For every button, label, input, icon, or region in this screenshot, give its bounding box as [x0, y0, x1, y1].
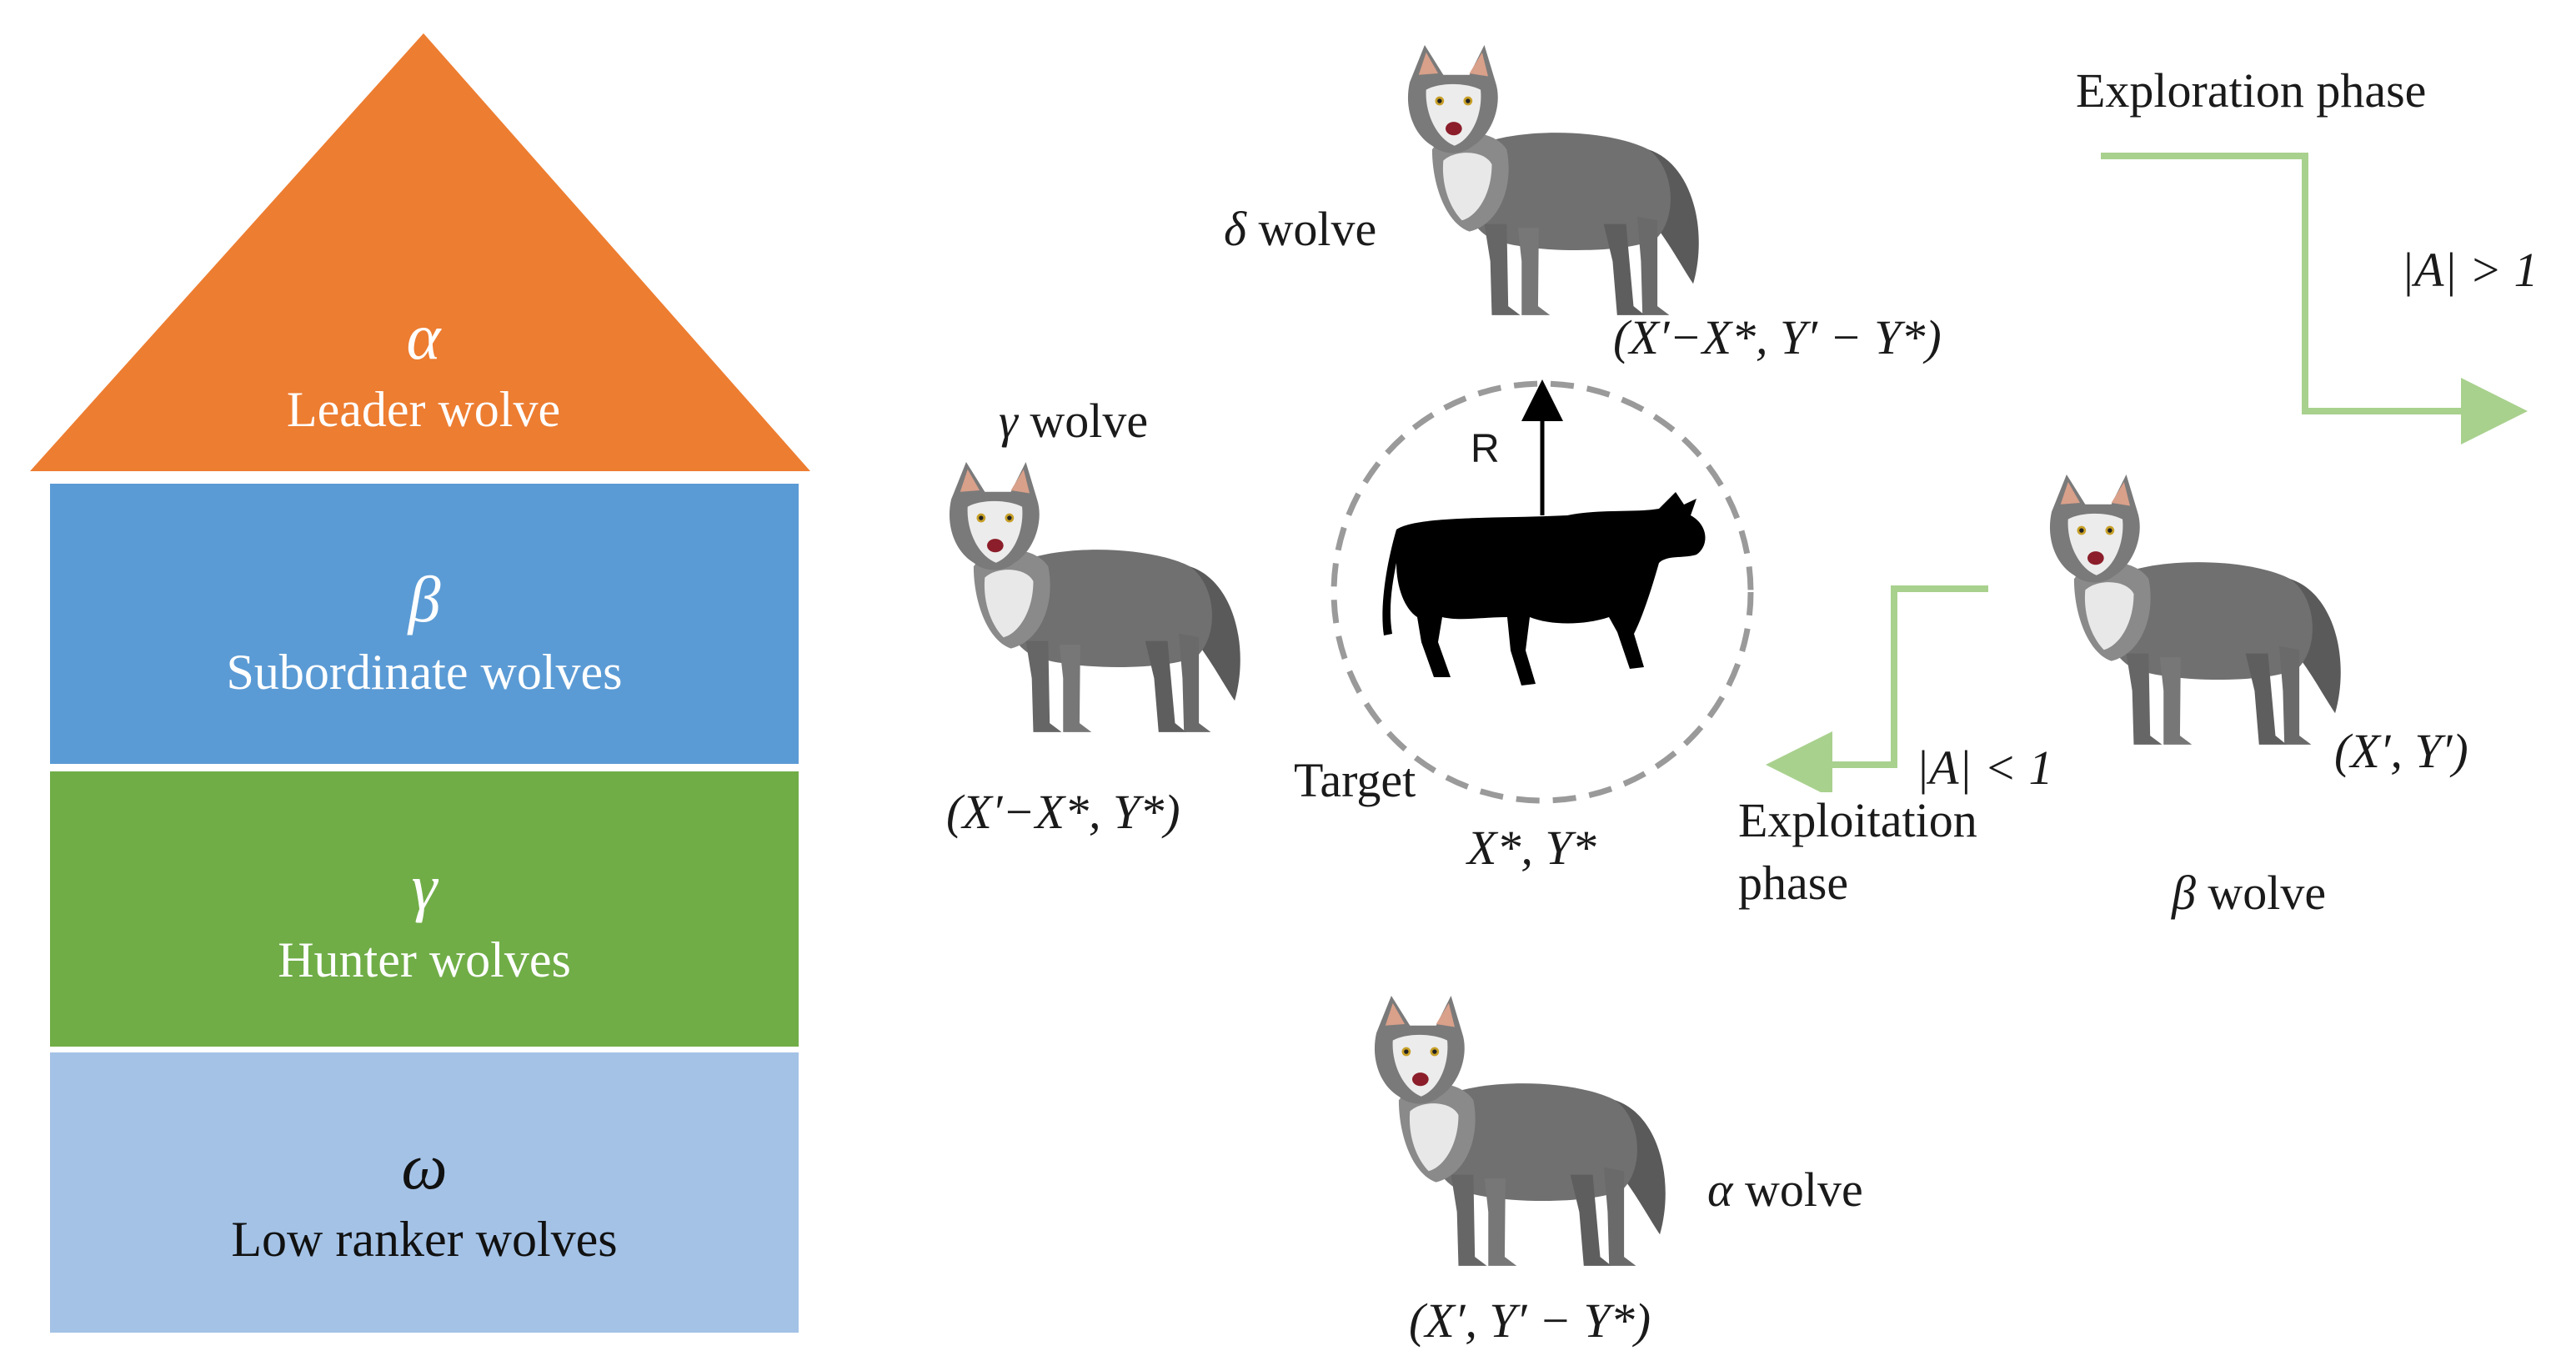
- prey-silhouette: [1382, 492, 1706, 686]
- beta-wolf-name: wolve: [2208, 866, 2327, 920]
- gamma-wolf-label: γ wolve: [999, 397, 1148, 445]
- target-coords: X*, Y*: [1467, 821, 1596, 875]
- omega-symbol: ω: [401, 1130, 448, 1203]
- beta-tier-rect: [50, 484, 799, 764]
- gamma-symbol: γ: [411, 851, 438, 923]
- delta-symbol: δ: [1224, 202, 1246, 256]
- beta-symbol: β: [408, 563, 441, 635]
- gamma-tier-rect: [50, 771, 799, 1047]
- gamma-wolf-name: wolve: [1030, 394, 1149, 448]
- target-label: Target: [1294, 753, 1416, 807]
- alpha-symbol: α: [406, 300, 441, 373]
- omega-label: Low ranker wolves: [231, 1212, 618, 1267]
- delta-wolf-image: [1407, 44, 1699, 315]
- alpha-wolf-image: [1374, 995, 1666, 1266]
- exploitation-condition: |A| < 1: [1916, 741, 2053, 795]
- exploitation-phase-label-line2: phase: [1738, 856, 1849, 910]
- radius-label: R: [1471, 427, 1500, 471]
- alpha-wolf-symbol: α: [1707, 1163, 1733, 1217]
- exploitation-phase-label-line1: Exploitation: [1738, 793, 1977, 847]
- alpha-wolf-coords: (X′, Y′ − Y*): [1409, 1293, 1651, 1348]
- target-area: [1331, 379, 1754, 804]
- target-circle: [1331, 380, 1754, 804]
- alpha-wolf-label: α wolve: [1707, 1166, 1863, 1214]
- beta-wolf-symbol: β: [2172, 866, 2196, 920]
- delta-wolf-name: wolve: [1258, 202, 1377, 256]
- omega-tier-rect: [50, 1052, 799, 1333]
- gamma-tier: γ Hunter wolves: [50, 851, 799, 987]
- beta-wolf-label: β wolve: [2172, 869, 2326, 917]
- exploration-phase-label: Exploration phase: [2076, 63, 2427, 118]
- delta-wolf-label: δ wolve: [1224, 205, 1376, 254]
- exploitation-arrow: [1766, 585, 1988, 792]
- delta-wolf-coords: (X′−X*, Y′ − Y*): [1613, 310, 1942, 364]
- alpha-tier: α Leader wolve: [200, 300, 647, 437]
- gamma-wolf-coords: (X′−X*, Y*): [946, 785, 1180, 839]
- gamma-wolf-image: [949, 461, 1240, 732]
- beta-wolf-coords: (X′, Y′): [2334, 724, 2468, 778]
- beta-tier: β Subordinate wolves: [50, 563, 799, 700]
- beta-label: Subordinate wolves: [226, 645, 623, 700]
- omega-tier: ω Low ranker wolves: [50, 1130, 799, 1267]
- hierarchy-pyramid: [30, 33, 810, 1333]
- phase-arrows: [1766, 153, 2528, 792]
- alpha-label: Leader wolve: [286, 382, 561, 437]
- exploration-condition: |A| > 1: [2401, 243, 2538, 297]
- alpha-wolf-name: wolve: [1744, 1163, 1863, 1217]
- gamma-label: Hunter wolves: [278, 932, 571, 987]
- exploration-arrow: [2101, 153, 2528, 444]
- gamma-wolf-symbol: γ: [999, 394, 1018, 448]
- alpha-triangle: [30, 33, 810, 471]
